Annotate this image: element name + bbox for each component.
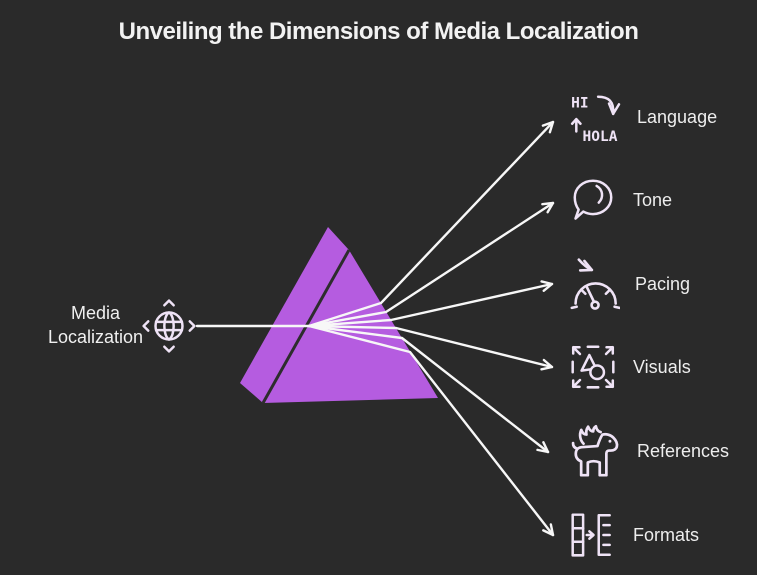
spectrum-label: Pacing xyxy=(635,273,691,294)
moose-icon xyxy=(571,424,619,477)
spectrum-label: Tone xyxy=(633,189,673,210)
ray-pacing xyxy=(307,280,554,328)
resize-shapes-icon xyxy=(571,345,615,389)
spectrum-row-language: HI HOLA Language xyxy=(568,89,757,145)
spectrum-row-formats: Formats xyxy=(568,507,757,563)
spectrum-label: References xyxy=(637,440,730,461)
spectrum-row-visuals: Visuals xyxy=(568,339,757,395)
ray-references xyxy=(307,324,550,454)
speech-bubble-icon xyxy=(573,179,613,220)
column-to-list-icon xyxy=(571,513,611,557)
speedometer-icon xyxy=(570,258,620,310)
translate-hi-hola-icon: HI HOLA xyxy=(570,95,621,144)
ray-tone xyxy=(307,201,555,328)
globe-translate-icon xyxy=(142,299,196,353)
ray-language xyxy=(307,120,555,328)
spectrum-label: Visuals xyxy=(633,356,691,377)
hola-text: HOLA xyxy=(583,129,618,144)
prism-body xyxy=(240,227,438,403)
page-title: Unveiling the Dimensions of Media Locali… xyxy=(118,18,639,45)
spectrum-row-references: References xyxy=(568,423,757,479)
source-label: Media Localization xyxy=(47,303,144,347)
ray-formats xyxy=(307,324,555,537)
spectrum-label: Formats xyxy=(633,524,700,545)
hi-text: HI xyxy=(571,96,588,112)
spectrum-label: Language xyxy=(637,106,718,127)
ray-visuals xyxy=(307,324,554,371)
spectrum-row-pacing: Pacing xyxy=(568,256,757,312)
spectrum-row-tone: Tone xyxy=(568,172,757,228)
